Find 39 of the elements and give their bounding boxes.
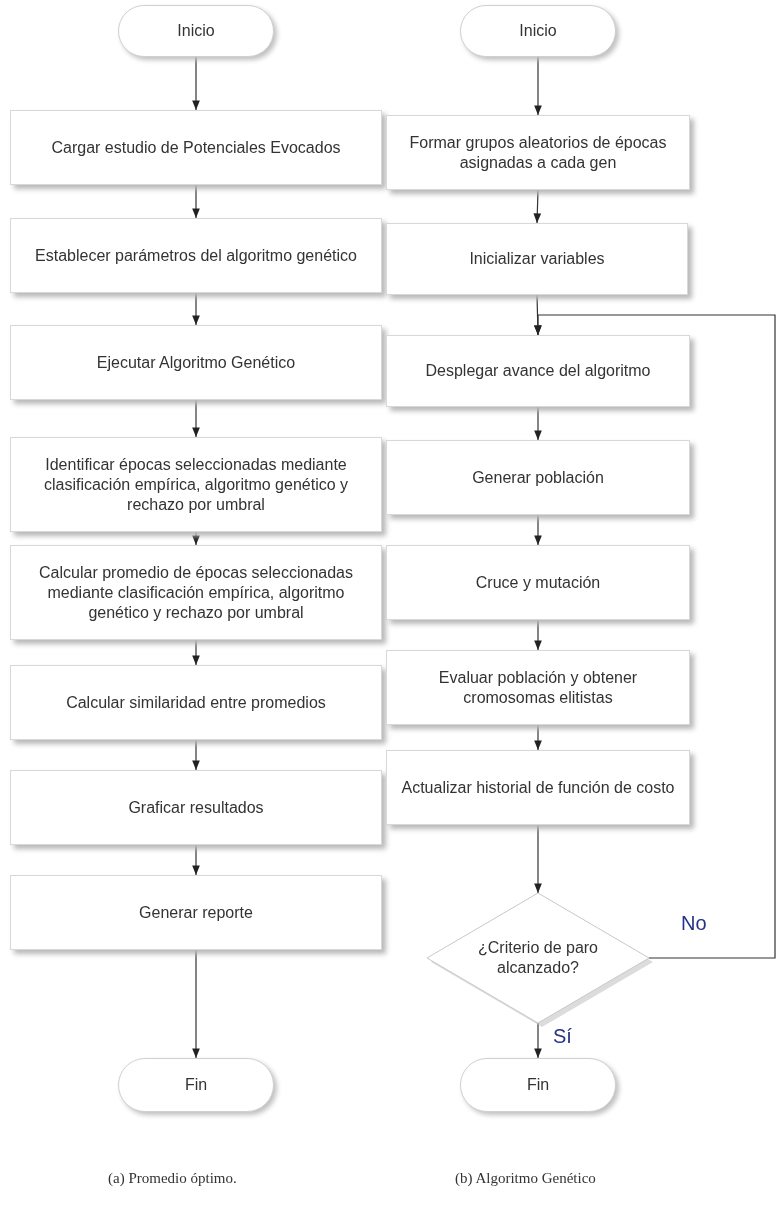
arrow [534, 1022, 542, 1059]
arrow [192, 949, 200, 1059]
arrow [534, 406, 542, 441]
process-box: Generar reporte [10, 875, 382, 950]
arrow [534, 514, 542, 546]
arrow [192, 844, 200, 876]
process-box: Establecer parámetros del algoritmo genético [10, 218, 382, 293]
terminator-shape: Inicio [118, 5, 274, 57]
terminator-shape: Fin [460, 1058, 616, 1112]
figure-caption: (a) Promedio óptimo. [108, 1170, 237, 1187]
arrow [192, 639, 200, 666]
arrow [534, 724, 542, 751]
terminator-shape: Fin [118, 1058, 274, 1112]
process-box: Desplegar avance del algoritmo [386, 335, 690, 407]
arrow [533, 189, 542, 224]
process-box: Graficar resultados [10, 770, 382, 845]
process-box: Evaluar población y obtener cromosomas elitistas [386, 650, 690, 725]
process-box: Identificar épocas seleccionadas mediante clasificación empírica, algoritmo genético y rechazo por umbral [10, 437, 382, 532]
arrow [534, 56, 542, 116]
arrow [192, 56, 200, 111]
process-box: Generar población [386, 440, 690, 515]
process-box: Calcular promedio de épocas seleccionadas mediante clasificación empírica, algoritmo genético y rechazo por umbral [10, 545, 382, 640]
arrow [192, 531, 200, 546]
arrow [192, 184, 200, 219]
arrow [192, 739, 200, 771]
arrow [534, 314, 776, 959]
process-box: Actualizar historial de función de costo [386, 750, 690, 825]
figure-caption: (b) Algoritmo Genético [455, 1170, 596, 1187]
arrow [192, 399, 200, 438]
process-box: Cargar estudio de Potenciales Evocados [10, 110, 382, 185]
arrow [534, 824, 542, 894]
arrow [192, 292, 200, 326]
process-box: Ejecutar Algoritmo Genético [10, 325, 382, 400]
process-box: Cruce y mutación [386, 545, 690, 620]
process-box: Formar grupos aleatorios de épocas asignadas a cada gen [386, 115, 690, 190]
terminator-shape: Inicio [460, 5, 616, 57]
arrow [534, 619, 542, 651]
process-box: Inicializar variables [386, 223, 688, 295]
process-box: Calcular similaridad entre promedios [10, 665, 382, 740]
